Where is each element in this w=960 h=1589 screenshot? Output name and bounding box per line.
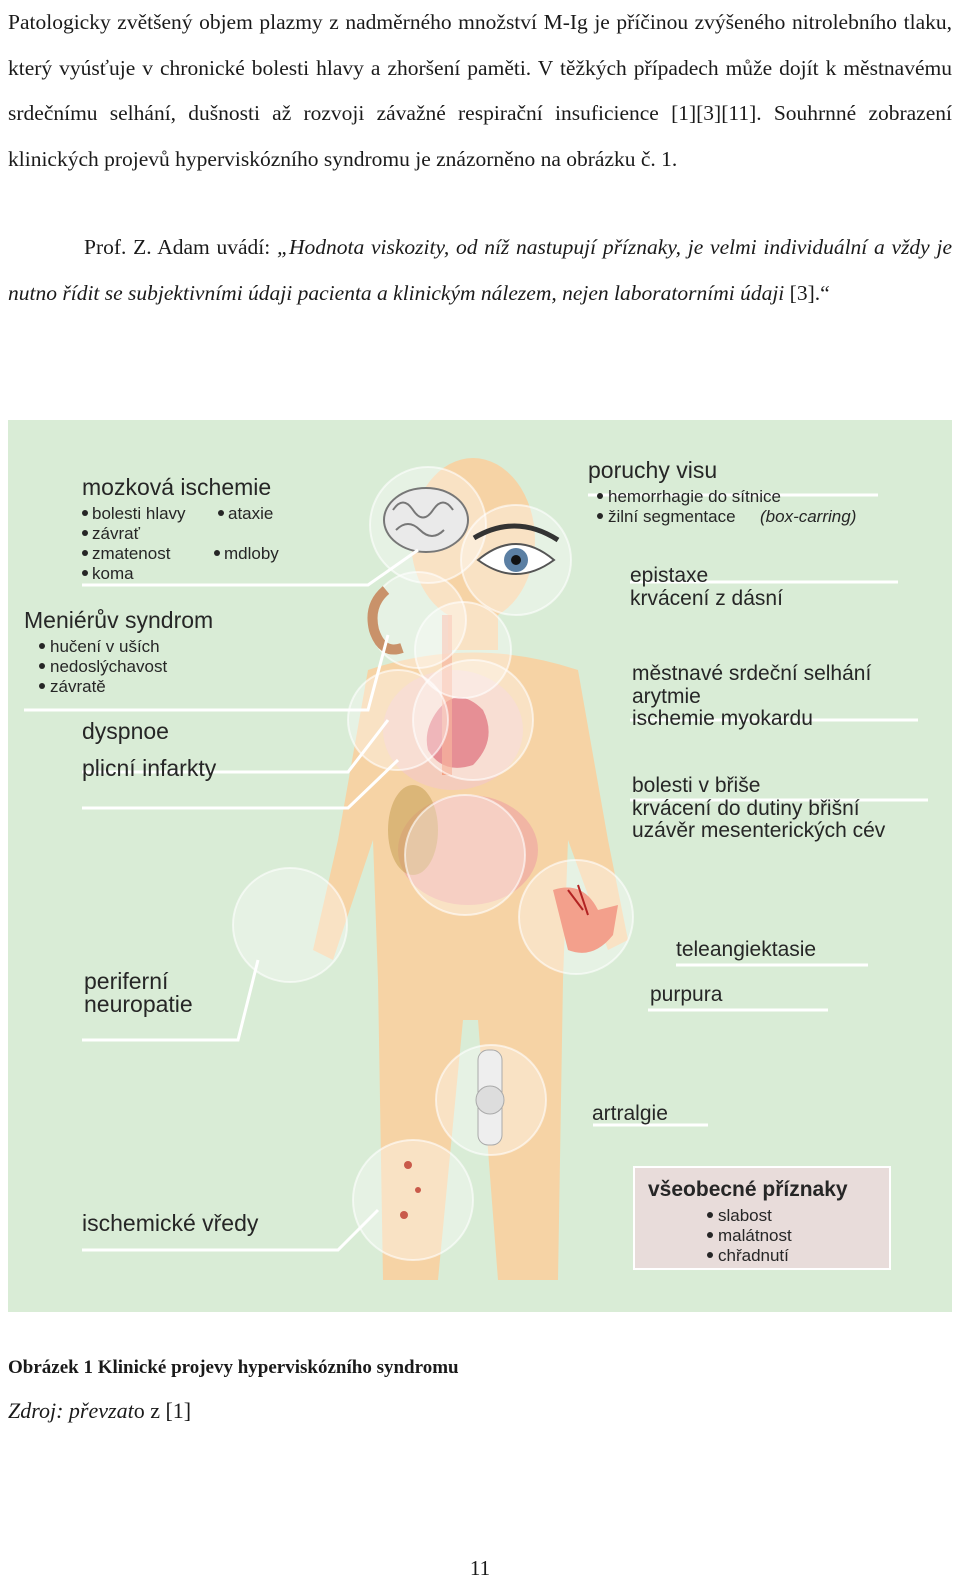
label-connectors bbox=[24, 493, 928, 1252]
label-ischemicke-vredy: ischemické vředy bbox=[82, 1210, 259, 1236]
label-mestnave-selhani: městnavé srdeční selhání bbox=[632, 662, 871, 685]
mozkova-item-6: koma bbox=[92, 564, 134, 583]
label-artralgie: artralgie bbox=[592, 1102, 668, 1125]
label-purpura: purpura bbox=[650, 983, 723, 1006]
brain-icon bbox=[383, 487, 469, 553]
visus-item-3: (box-carring) bbox=[760, 507, 856, 526]
mozkova-item-1: bolesti hlavy bbox=[92, 504, 186, 523]
label-krvaceni-z-dasni: krvácení z dásní bbox=[630, 587, 783, 610]
mozkova-item-4: zmatenost bbox=[92, 544, 171, 563]
label-poruchy-visu: poruchy visu hemorrhagie do sítnice žiln… bbox=[588, 457, 856, 526]
visus-item-2: žilní segmentace bbox=[608, 507, 736, 526]
general-title: všeobecné příznaky bbox=[648, 1178, 848, 1201]
menier-title: Meniérův syndrom bbox=[24, 607, 213, 633]
general-symptoms-box: všeobecné příznaky slabost malátnost chř… bbox=[633, 1166, 891, 1270]
label-dyspnoe: dyspnoe bbox=[82, 718, 169, 744]
figure-source: Zdroj: převzato z [1] bbox=[8, 1398, 191, 1424]
label-arytmie: arytmie bbox=[632, 685, 701, 708]
mozkova-title: mozková ischemie bbox=[82, 474, 271, 500]
visus-item-1: hemorrhagie do sítnice bbox=[608, 487, 781, 506]
paragraph-intro: Patologicky zvětšený objem plazmy z nadm… bbox=[8, 10, 952, 171]
mozkova-item-2: ataxie bbox=[228, 504, 273, 523]
label-neuropatie-2: neuropatie bbox=[84, 991, 193, 1017]
label-neuropatie-1: periferní bbox=[84, 968, 169, 994]
mozkova-item-3: závrať bbox=[92, 524, 141, 543]
general-item-2: malátnost bbox=[718, 1226, 792, 1245]
mozkova-item-5: mdloby bbox=[224, 544, 279, 563]
paragraph-quote: Prof. Z. Adam uvádí: „Hodnota viskozity,… bbox=[8, 225, 952, 316]
knee-icon bbox=[475, 1049, 505, 1146]
quote-lead: Prof. Z. Adam uvádí: bbox=[84, 235, 278, 259]
menier-item-3: závratě bbox=[50, 677, 106, 696]
menier-item-1: hučení v uších bbox=[50, 637, 160, 656]
source-rest: o z [1] bbox=[133, 1398, 192, 1423]
organs bbox=[383, 615, 538, 905]
visus-title: poruchy visu bbox=[588, 457, 717, 483]
figure-caption: Obrázek 1 Klinické projevy hyperviskózní… bbox=[8, 1357, 459, 1378]
hand-icon bbox=[553, 884, 618, 953]
ear-icon bbox=[367, 586, 404, 655]
general-item-1: slabost bbox=[718, 1206, 772, 1225]
quote-text: „Hodnota viskozity, od níž nastupují pří… bbox=[8, 235, 952, 305]
general-item-3: chřadnutí bbox=[718, 1246, 789, 1265]
label-ischemie-myokardu: ischemie myokardu bbox=[632, 707, 813, 730]
label-krvaceni-brisni: krvácení do dutiny břišní bbox=[632, 797, 860, 820]
label-menier: Meniérův syndrom hučení v uších nedoslýc… bbox=[24, 607, 213, 696]
label-epistaxe: epistaxe bbox=[630, 564, 708, 587]
source-label: Zdroj: převzat bbox=[8, 1398, 134, 1423]
label-mozkova-ischemie: mozková ischemie bolesti hlavy ataxie zá… bbox=[82, 474, 279, 583]
label-teleangiektasie: teleangiektasie bbox=[676, 938, 816, 961]
label-bolesti-v-brise: bolesti v břiše bbox=[632, 774, 760, 797]
menier-item-2: nedoslýchavost bbox=[50, 657, 167, 676]
eye-icon bbox=[472, 523, 560, 575]
quote-ref: [3].“ bbox=[784, 280, 830, 305]
clinical-figure: mozková ischemie bolesti hlavy ataxie zá… bbox=[8, 420, 952, 1312]
label-plicni-infarkty: plicní infarkty bbox=[82, 755, 217, 781]
label-uzaver-cev: uzávěr mesenterických cév bbox=[632, 819, 886, 842]
leg-ulcer-icon bbox=[400, 1161, 421, 1219]
body-illustration: mozková ischemie bolesti hlavy ataxie zá… bbox=[24, 457, 928, 1280]
page-number: 11 bbox=[469, 1556, 491, 1580]
